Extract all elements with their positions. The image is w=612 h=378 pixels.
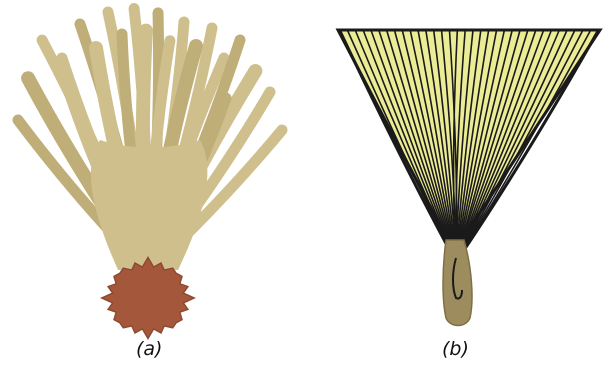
caption-a: (a): [136, 340, 162, 359]
fan-handle: [443, 240, 472, 326]
base-clump: [102, 258, 194, 339]
caption-b: (b): [442, 340, 469, 359]
panel-a-illustration: [0, 0, 306, 340]
fiber-bundle: [91, 140, 207, 270]
fiber-base: [102, 258, 194, 339]
panel-b-illustration: [306, 0, 612, 340]
fiber-strands: [18, 8, 282, 272]
